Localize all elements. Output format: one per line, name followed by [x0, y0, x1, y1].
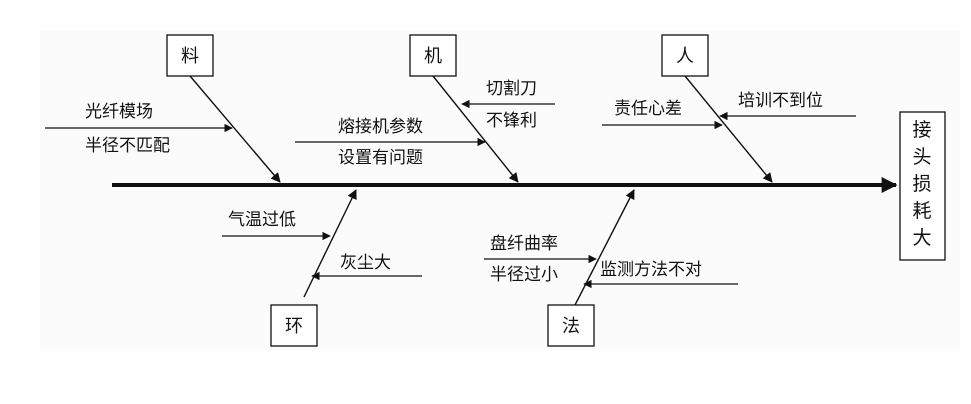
cause-method-1-line2: 半径过小	[490, 265, 558, 285]
effect-char-3: 损	[912, 173, 931, 195]
effect-char-4: 耗	[912, 200, 931, 222]
effect-char-5: 大	[912, 227, 931, 249]
bone-material	[189, 75, 281, 183]
background-panel	[40, 30, 960, 350]
category-method: 法	[547, 304, 595, 347]
cause-method-1-line1: 盘纤曲率	[490, 234, 558, 254]
cause-machine-2-line1: 切割刀	[486, 79, 537, 99]
category-environment: 环	[270, 304, 318, 347]
cause-env-2: 灰尘大	[340, 253, 391, 273]
category-machine: 机	[409, 34, 457, 77]
cause-machine-1-line1: 熔接机参数	[338, 117, 423, 137]
effect-box: 接 头 损 耗 大	[899, 111, 946, 261]
cause-method-2: 监测方法不对	[600, 260, 702, 280]
bone-man	[684, 75, 773, 183]
cause-man-2: 培训不到位	[738, 91, 823, 111]
cause-material-1-line1: 光纤模场	[85, 102, 153, 122]
cause-machine-1-line2: 设置有问题	[338, 148, 423, 168]
category-man-label: 人	[676, 46, 694, 67]
effect-char-2: 头	[912, 146, 931, 168]
category-environment-label: 环	[285, 316, 303, 337]
category-man: 人	[661, 34, 709, 77]
effect-char-1: 接	[912, 119, 931, 141]
bone-machine	[432, 75, 519, 183]
category-machine-label: 机	[424, 46, 442, 67]
cause-man-1: 责任心差	[614, 99, 682, 119]
cause-machine-2-line2: 不锋利	[486, 111, 537, 131]
category-method-label: 法	[562, 316, 580, 337]
category-material: 料	[166, 34, 214, 77]
category-material-label: 料	[181, 46, 199, 67]
cause-material-1-line2: 半径不匹配	[85, 136, 170, 156]
cause-env-1: 气温过低	[228, 210, 296, 230]
